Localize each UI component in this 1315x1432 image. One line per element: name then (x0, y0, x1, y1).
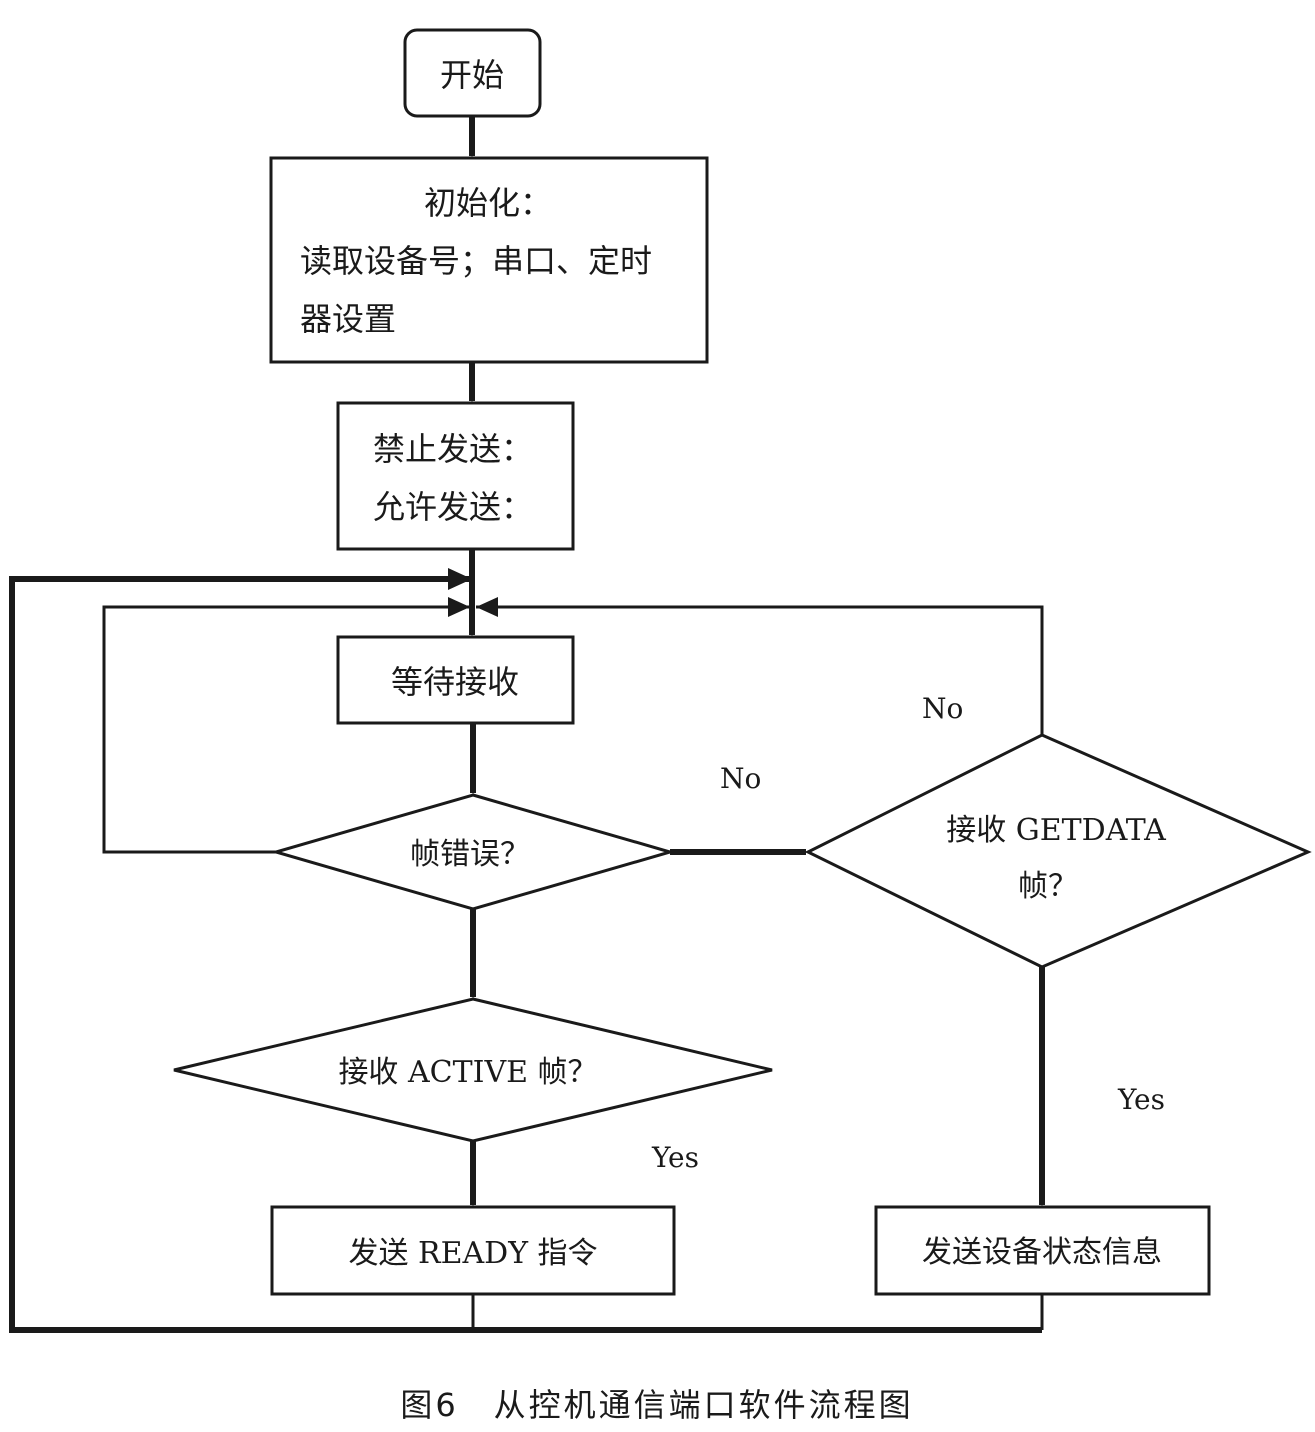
send-control-line1: 禁止发送： (373, 430, 533, 468)
label-no-getdata: No (922, 692, 963, 725)
active-decision: 接收 ACTIVE 帧？ (173, 997, 773, 1143)
start-label: 开始 (440, 56, 504, 94)
send-control-node: 禁止发送： 允许发送： (336, 401, 575, 551)
loop-getdata-wait (476, 605, 1044, 735)
connectors (9, 116, 1045, 1333)
outer-loop (9, 576, 1042, 1333)
loop-frameerror-wait (102, 605, 470, 854)
arrowhead-left-loop (448, 597, 470, 617)
getdata-label-line2: 帧？ (1018, 869, 1078, 904)
init-label-line3: 器设置 (300, 300, 396, 338)
wait-node: 等待接收 (336, 635, 575, 725)
init-node: 初始化： 读取设备号；串口、定时 器设置 (269, 156, 709, 364)
send-control-line2: 允许发送： (373, 488, 533, 526)
getdata-decision: 接收 GETDATA 帧？ (804, 733, 1312, 969)
start-node: 开始 (403, 28, 542, 118)
init-label-line2: 读取设备号；串口、定时 (300, 242, 652, 280)
active-label: 接收 ACTIVE 帧？ (338, 1055, 597, 1090)
send-status-node: 发送设备状态信息 (874, 1205, 1211, 1296)
label-yes-active: Yes (651, 1141, 699, 1174)
init-label-line1: 初始化： (424, 184, 552, 222)
send-status-label: 发送设备状态信息 (922, 1235, 1162, 1270)
send-ready-node: 发送 READY 指令 (270, 1205, 676, 1296)
frame-error-label: 帧错误？ (410, 837, 530, 872)
wait-label: 等待接收 (391, 663, 519, 701)
send-ready-label: 发送 READY 指令 (348, 1236, 597, 1271)
arrowhead-right-loop (476, 597, 498, 617)
figure-caption: 图6 从控机通信端口软件流程图 (400, 1386, 913, 1424)
getdata-label-line1: 接收 GETDATA (946, 813, 1166, 848)
arrowhead-outer-loop (448, 568, 472, 590)
label-yes-getdata: Yes (1117, 1083, 1165, 1116)
frame-error-decision: 帧错误？ (270, 793, 676, 911)
label-no-frame-error: No (720, 762, 761, 795)
